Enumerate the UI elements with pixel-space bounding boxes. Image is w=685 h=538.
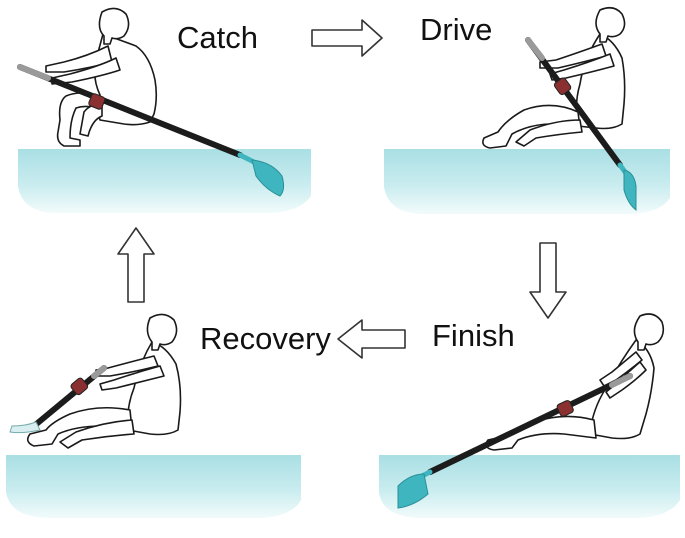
rower-finish — [485, 313, 665, 451]
oar-finish — [397, 373, 633, 509]
stage-label-finish: Finish — [432, 318, 515, 353]
arrow-left-icon — [337, 319, 406, 359]
oar-recovery — [9, 365, 107, 434]
rower-catch — [45, 7, 158, 147]
oar-catch — [17, 64, 285, 197]
stage-label-catch: Catch — [177, 20, 258, 55]
stage-label-drive: Drive — [420, 12, 493, 47]
arrow-up-icon — [117, 227, 155, 303]
oar-drive — [525, 37, 637, 212]
rower-drive — [482, 6, 626, 149]
water-finish — [379, 455, 680, 518]
stage-label-recovery: Recovery — [200, 321, 331, 356]
rower-recovery — [26, 313, 182, 449]
arrow-down-icon — [529, 242, 567, 319]
water-recovery — [6, 455, 301, 518]
water-catch — [18, 149, 311, 213]
arrow-right-icon — [311, 19, 383, 57]
water-drive — [384, 149, 670, 214]
